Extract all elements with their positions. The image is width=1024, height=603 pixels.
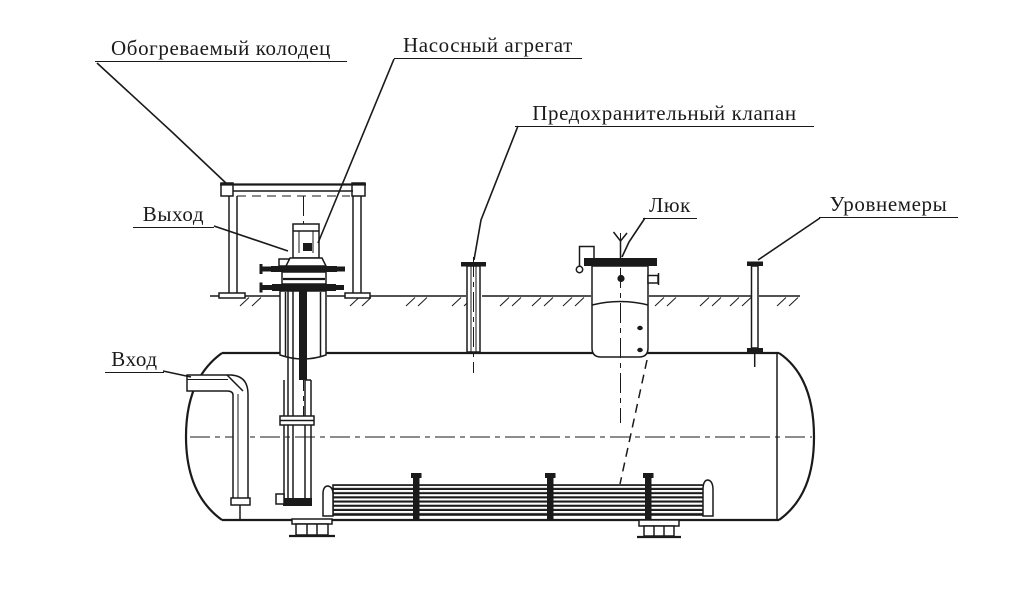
heating-coil (322, 473, 714, 520)
outlet-nozzles (259, 264, 345, 293)
label-inlet: Вход (105, 347, 164, 373)
level-gauge-pipe (747, 261, 763, 367)
manhole-stub (647, 274, 659, 284)
manhole (575, 231, 660, 485)
manhole-valve-handle (612, 231, 628, 258)
inlet-pipe (186, 374, 251, 519)
label-safety-valve: Предохранительный клапан (515, 101, 814, 127)
pump-flange-lower (272, 284, 336, 291)
pump-stand (284, 257, 328, 267)
leader-outlet (213, 225, 289, 252)
pump-motor (292, 223, 320, 259)
leader-inlet (162, 370, 192, 378)
manhole-side-pipe (575, 245, 595, 274)
label-pump-unit: Насосный агрегат (394, 33, 582, 59)
safety-valve-pipe (461, 257, 486, 373)
pump-column-pipe (275, 291, 315, 506)
coil-right-bend (702, 479, 714, 517)
support-left (289, 518, 335, 538)
leader-heated-well (96, 62, 229, 186)
leader-level-gauges (757, 217, 821, 261)
pipe-foot (283, 498, 312, 506)
leader-manhole (621, 217, 646, 258)
leader-lines (96, 58, 821, 378)
elbow-miter (226, 374, 244, 392)
label-level-gauges: Уровнемеры (819, 192, 958, 218)
label-heated-well: Обогреваемый колодец (95, 36, 347, 62)
leader-pump-unit (317, 58, 395, 244)
internal-drop-pipe (619, 359, 648, 485)
label-outlet: Выход (133, 202, 214, 228)
coil-tie-bars (411, 473, 654, 520)
coil-left-bend (322, 485, 334, 517)
pump-flange-upper (271, 266, 337, 272)
label-manhole: Люк (643, 193, 697, 219)
gauge-cap (747, 261, 763, 266)
leader-safety-valve (473, 125, 519, 261)
heated-well-frame (218, 182, 371, 299)
support-right (637, 519, 681, 539)
